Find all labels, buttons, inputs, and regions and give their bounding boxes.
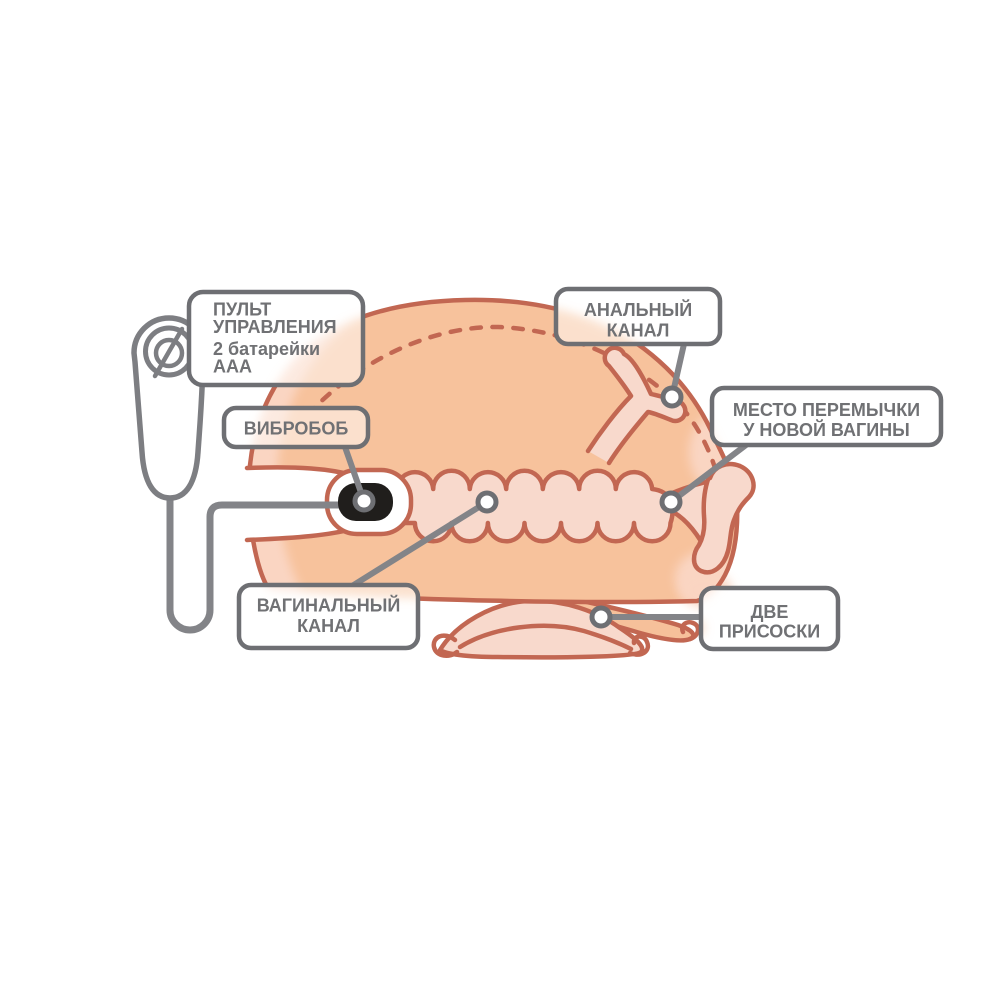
svg-text:КАНАЛ: КАНАЛ xyxy=(607,321,670,341)
svg-text:УПРАВЛЕНИЯ: УПРАВЛЕНИЯ xyxy=(213,317,337,337)
svg-text:ВИБРОБОБ: ВИБРОБОБ xyxy=(244,419,349,439)
svg-text:ААА: ААА xyxy=(213,357,252,377)
svg-text:МЕСТО ПЕРЕМЫЧКИ: МЕСТО ПЕРЕМЫЧКИ xyxy=(733,400,920,420)
svg-text:ПРИСОСКИ: ПРИСОСКИ xyxy=(719,622,820,642)
svg-text:У НОВОЙ ВАГИНЫ: У НОВОЙ ВАГИНЫ xyxy=(743,419,910,440)
svg-text:ВАГИНАЛЬНЫЙ: ВАГИНАЛЬНЫЙ xyxy=(257,595,401,616)
svg-text:КАНАЛ: КАНАЛ xyxy=(297,616,360,636)
svg-text:АНАЛЬНЫЙ: АНАЛЬНЫЙ xyxy=(584,299,692,320)
svg-text:2 батарейки: 2 батарейки xyxy=(213,339,320,359)
svg-text:ДВЕ: ДВЕ xyxy=(751,602,789,622)
svg-text:ПУЛЬТ: ПУЛЬТ xyxy=(213,300,271,320)
